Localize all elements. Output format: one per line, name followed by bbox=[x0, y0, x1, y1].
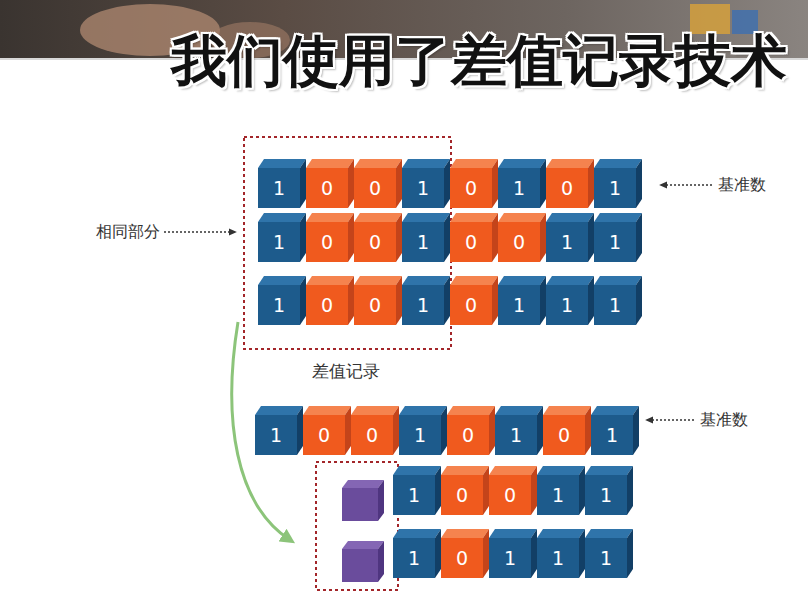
bit-value: 0 bbox=[465, 233, 477, 252]
bit-value: 1 bbox=[600, 486, 612, 505]
bit-cube: 0 bbox=[450, 222, 492, 262]
bit-value: 1 bbox=[417, 233, 429, 252]
bit-value: 0 bbox=[369, 296, 381, 315]
bit-value: 0 bbox=[513, 233, 525, 252]
bit-cube: 0 bbox=[354, 168, 396, 208]
bit-cube: 0 bbox=[306, 285, 348, 325]
bit-value: 0 bbox=[321, 233, 333, 252]
bit-cube: 0 bbox=[354, 285, 396, 325]
bit-value: 1 bbox=[561, 296, 573, 315]
leader-arrow bbox=[164, 231, 236, 233]
bit-cube: 0 bbox=[441, 538, 483, 578]
bit-cube: 1 bbox=[402, 222, 444, 262]
bit-value: 1 bbox=[417, 296, 429, 315]
bit-cube: 1 bbox=[498, 285, 540, 325]
bit-value: 0 bbox=[504, 486, 516, 505]
bit-value: 1 bbox=[609, 179, 621, 198]
bit-cube: 1 bbox=[537, 475, 579, 515]
bit-value: 0 bbox=[369, 233, 381, 252]
bit-cube: 1 bbox=[594, 168, 636, 208]
bit-cube: 1 bbox=[255, 415, 297, 455]
bit-cube: 1 bbox=[585, 475, 627, 515]
same-part-outline bbox=[244, 137, 451, 349]
bit-value: 1 bbox=[513, 179, 525, 198]
bit-cube: 1 bbox=[489, 538, 531, 578]
bit-cube: 1 bbox=[594, 222, 636, 262]
bit-value: 1 bbox=[273, 179, 285, 198]
bit-cube: 1 bbox=[594, 285, 636, 325]
bit-value: 1 bbox=[606, 426, 618, 445]
bit-cube: 1 bbox=[591, 415, 633, 455]
bit-cube: 0 bbox=[543, 415, 585, 455]
bit-cube: 1 bbox=[258, 222, 300, 262]
bit-value: 0 bbox=[366, 426, 378, 445]
bit-cube: 0 bbox=[354, 222, 396, 262]
bit-value: 0 bbox=[456, 549, 468, 568]
bit-cube: 1 bbox=[498, 168, 540, 208]
bit-cube: 1 bbox=[258, 285, 300, 325]
bit-value: 1 bbox=[408, 486, 420, 505]
bit-cube: 0 bbox=[306, 222, 348, 262]
bit-value: 1 bbox=[414, 426, 426, 445]
bit-cube: 0 bbox=[351, 415, 393, 455]
subtitle: 我们使用了差值记录技术 bbox=[164, 30, 794, 92]
bit-cube: 1 bbox=[393, 538, 435, 578]
bit-cube: 0 bbox=[546, 168, 588, 208]
bit-cube: 0 bbox=[450, 285, 492, 325]
annotation-label: 相同部分 bbox=[96, 222, 160, 241]
bit-value: 1 bbox=[504, 549, 516, 568]
bit-cube: 1 bbox=[495, 415, 537, 455]
bit-cube: 1 bbox=[393, 475, 435, 515]
bit-value: 1 bbox=[273, 296, 285, 315]
bit-cube: 0 bbox=[489, 475, 531, 515]
bit-value: 1 bbox=[510, 426, 522, 445]
bit-cube: 1 bbox=[402, 168, 444, 208]
bit-value: 1 bbox=[552, 549, 564, 568]
bit-value: 1 bbox=[552, 486, 564, 505]
bit-cube: 0 bbox=[441, 475, 483, 515]
bit-value: 0 bbox=[321, 296, 333, 315]
bit-value: 1 bbox=[513, 296, 525, 315]
annotation-label: 差值记录 bbox=[312, 361, 380, 381]
bit-value: 0 bbox=[561, 179, 573, 198]
bit-value: 0 bbox=[321, 179, 333, 198]
bit-cube: 0 bbox=[447, 415, 489, 455]
bit-value: 1 bbox=[600, 549, 612, 568]
bit-value: 1 bbox=[273, 233, 285, 252]
bit-cube: 0 bbox=[498, 222, 540, 262]
bit-value: 0 bbox=[462, 426, 474, 445]
difference-outline bbox=[316, 462, 398, 590]
bit-value: 1 bbox=[609, 296, 621, 315]
leader-arrow bbox=[646, 419, 694, 421]
bit-cube: 1 bbox=[537, 538, 579, 578]
bit-value: 1 bbox=[408, 549, 420, 568]
bit-cube: 1 bbox=[402, 285, 444, 325]
bit-value: 0 bbox=[369, 179, 381, 198]
bit-value: 0 bbox=[456, 486, 468, 505]
purple-cube bbox=[342, 541, 384, 582]
bit-cube: 1 bbox=[585, 538, 627, 578]
bit-value: 0 bbox=[465, 179, 477, 198]
bit-cube: 1 bbox=[258, 168, 300, 208]
leader-arrow bbox=[660, 184, 712, 186]
bit-cube: 1 bbox=[546, 285, 588, 325]
purple-cube bbox=[342, 480, 384, 521]
bit-cube: 0 bbox=[450, 168, 492, 208]
bit-value: 1 bbox=[270, 426, 282, 445]
bit-value: 1 bbox=[561, 233, 573, 252]
bit-value: 0 bbox=[318, 426, 330, 445]
bit-value: 0 bbox=[558, 426, 570, 445]
annotation-label: 基准数 bbox=[718, 175, 766, 194]
bit-value: 0 bbox=[465, 296, 477, 315]
bit-value: 1 bbox=[417, 179, 429, 198]
bit-cube: 0 bbox=[306, 168, 348, 208]
bit-cube: 1 bbox=[546, 222, 588, 262]
bit-cube: 0 bbox=[303, 415, 345, 455]
annotation-label: 基准数 bbox=[700, 410, 748, 429]
bit-value: 1 bbox=[609, 233, 621, 252]
bit-cube: 1 bbox=[399, 415, 441, 455]
